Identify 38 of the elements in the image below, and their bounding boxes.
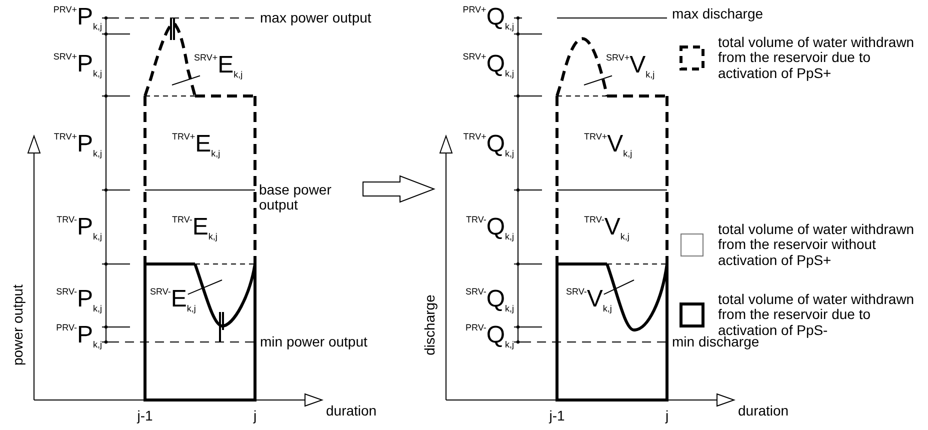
axis-title: duration — [326, 404, 377, 418]
symbol-label: $^{TRV-}$E$_{k,j}$ — [172, 214, 218, 242]
tick-label: j — [253, 408, 257, 424]
symbol-label: $^{PRV-}$Q$_{k,j}$ — [465, 322, 514, 350]
leader-line — [172, 75, 200, 86]
level-label: max power output — [260, 10, 372, 26]
symbol-label: $^{SRV+}$P$_{k,j}$ — [53, 51, 102, 79]
symbol-label: $^{PRV+}$Q$_{k,j}$ — [462, 4, 514, 32]
leader-line — [603, 280, 634, 295]
symbol-label: $^{TRV-}$Q$_{k,j}$ — [466, 214, 514, 242]
symbol-label: $^{SRV-}$E$_{k,j}$ — [150, 286, 196, 314]
symbol-label: $^{TRV+}$V$_{k,j}$ — [584, 131, 632, 159]
level-label: max discharge — [672, 6, 764, 22]
symbol-label: $^{TRV-}$V$_{k,j}$ — [584, 214, 630, 242]
legend-text: total volume of water withdrawn from the reservoir without activation of PpS+ — [718, 222, 916, 268]
axis-title: power output — [10, 284, 26, 366]
tick-label: j-1 — [549, 408, 565, 424]
symbol-label: $^{SRV+}$E$_{k,j}$ — [194, 52, 243, 80]
level-label: base power output — [259, 182, 332, 212]
leader-line — [584, 75, 612, 86]
symbol-label: $^{SRV-}$Q$_{k,j}$ — [465, 286, 514, 314]
symbol-label: $^{SRV+}$Q$_{k,j}$ — [462, 51, 514, 79]
level-label: min power output — [260, 334, 368, 350]
tick-label: j — [665, 408, 669, 424]
symbol-label: $^{TRV+}$P$_{k,j}$ — [54, 131, 102, 159]
axis-title: discharge — [422, 294, 438, 356]
symbol-label: $^{SRV-}$V$_{k,j}$ — [566, 286, 612, 314]
symbol-label: $^{TRV+}$Q$_{k,j}$ — [463, 131, 514, 159]
symbol-label: $^{TRV+}$E$_{k,j}$ — [172, 131, 220, 159]
axis-title: duration — [738, 404, 789, 418]
symbol-label: $^{PRV+}$P$_{k,j}$ — [53, 4, 102, 32]
legend-text: total volume of water withdrawn from the reservoir due to activation of PpS+ — [718, 34, 916, 82]
symbol-label: $^{SRV-}$P$_{k,j}$ — [56, 286, 102, 314]
symbol-label: $^{SRV+}$V$_{k,j}$ — [606, 52, 655, 80]
leader-line — [187, 280, 222, 295]
symbol-label: $^{TRV-}$P$_{k,j}$ — [56, 214, 102, 242]
symbol-label: $^{PRV-}$P$_{k,j}$ — [56, 322, 102, 350]
tick-label: j-1 — [137, 408, 153, 424]
